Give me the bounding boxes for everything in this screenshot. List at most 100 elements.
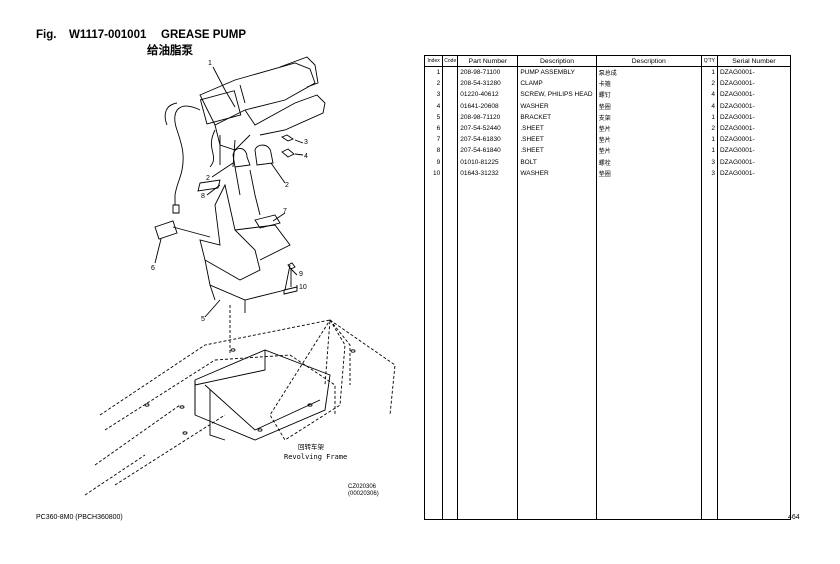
cell-index: 5 — [423, 111, 444, 123]
table-row: 6 207-54-52440 .SHEET 垫片 2 DZAG0001- — [423, 122, 792, 135]
cell-description: .SHEET — [517, 122, 597, 135]
table-row: 10 01643-31232 WASHER 垫圈 3 DZAG0001- — [423, 167, 792, 179]
table-filler-row — [423, 178, 792, 520]
cell-index: 10 — [423, 167, 444, 179]
cell-qty: 2 — [700, 78, 718, 90]
drawing-ref-code: CZ020306 (00020306) — [348, 484, 379, 498]
cell-index: 6 — [423, 122, 444, 135]
cell-code — [442, 100, 459, 112]
cell-part-number: 208-54-31280 — [457, 78, 519, 90]
cell-description: WASHER — [517, 100, 597, 112]
callout-2a: 2 — [206, 175, 210, 182]
cell-index: 3 — [423, 89, 444, 101]
col-index: Index — [423, 55, 444, 67]
cell-serial: DZAG0001- — [716, 111, 792, 123]
exploded-parts-drawing: 1 3 4 2 2 8 7 6 9 10 5 — [85, 56, 396, 496]
cell-description-cn: 垫片 — [595, 145, 702, 157]
cell-code — [442, 167, 459, 179]
parts-table: Index Code Part Number Description Descr… — [423, 55, 792, 520]
callout-9: 9 — [299, 271, 303, 278]
filler-cell — [457, 178, 519, 520]
cell-code — [442, 122, 459, 135]
cell-code — [442, 111, 459, 123]
filler-cell — [595, 178, 702, 520]
callout-3: 3 — [304, 139, 308, 146]
cell-code — [442, 89, 459, 101]
cell-qty: 1 — [700, 145, 718, 157]
cell-code — [442, 66, 459, 79]
cell-description-cn: 垫片 — [595, 122, 702, 135]
frame-label-en: Revolving Frame — [284, 453, 348, 461]
cell-description: PUMP ASSEMBLY — [517, 66, 597, 79]
callout-10: 10 — [299, 284, 307, 291]
col-description-cn: Description — [595, 55, 702, 67]
cell-description: .SHEET — [517, 134, 597, 146]
callout-5: 5 — [201, 316, 205, 323]
cell-qty: 3 — [700, 167, 718, 179]
page-title-cn: 给油脂泵 — [147, 43, 193, 57]
cell-description-cn: 垫圈 — [595, 100, 702, 112]
cell-qty: 1 — [700, 111, 718, 123]
col-serial-number: Serial Number — [716, 55, 792, 67]
footer-model: PC360-8M0 (PBCH360800) — [36, 514, 123, 521]
table-row: 8 207-54-61840 .SHEET 垫片 1 DZAG0001- — [423, 145, 792, 157]
figure-label: Fig. — [36, 29, 57, 41]
filler-cell — [716, 178, 792, 520]
cell-qty: 4 — [700, 89, 718, 101]
table-row: 3 01220-40612 SCREW, PHILIPS HEAD 螺钉 4 D… — [423, 89, 792, 101]
cell-qty: 1 — [700, 134, 718, 146]
page-title: GREASE PUMP — [161, 29, 246, 41]
cell-index: 1 — [423, 66, 444, 79]
cell-description: SCREW, PHILIPS HEAD — [517, 89, 597, 101]
table-row: 9 01010-81225 BOLT 螺栓 3 DZAG0001- — [423, 156, 792, 168]
figure-code: W1117-001001 — [69, 29, 147, 41]
cell-part-number: 01643-31232 — [457, 167, 519, 179]
cell-serial: DZAG0001- — [716, 145, 792, 157]
ref-code: CZ020306 — [348, 484, 377, 490]
page-number: 464 — [788, 514, 800, 521]
cell-description-cn: 垫圈 — [595, 167, 702, 179]
cell-part-number: 207-54-61840 — [457, 145, 519, 157]
filler-cell — [517, 178, 597, 520]
frame-label-cn: 回转车架 — [298, 443, 324, 451]
table-row: 2 208-54-31280 CLAMP 卡箍 2 DZAG0001- — [423, 78, 792, 90]
cell-part-number: 207-54-52440 — [457, 122, 519, 135]
cell-serial: DZAG0001- — [716, 66, 792, 79]
cell-description: CLAMP — [517, 78, 597, 90]
cell-description: BOLT — [517, 156, 597, 168]
col-qty: Q'TY — [700, 55, 718, 67]
cell-index: 4 — [423, 100, 444, 112]
callout-7: 7 — [283, 208, 287, 215]
callout-2b: 2 — [285, 182, 289, 189]
cell-description-cn: 支架 — [595, 111, 702, 123]
cell-code — [442, 78, 459, 90]
cell-serial: DZAG0001- — [716, 156, 792, 168]
filler-cell — [442, 178, 459, 520]
cell-serial: DZAG0001- — [716, 78, 792, 90]
cell-description-cn: 螺钉 — [595, 89, 702, 101]
frame-label: 回转车架 Revolving Frame — [284, 442, 347, 462]
cell-qty: 3 — [700, 156, 718, 168]
cell-description: BRACKET — [517, 111, 597, 123]
table-row: 1 208-98-71100 PUMP ASSEMBLY 泵总成 1 DZAG0… — [423, 66, 792, 79]
filler-cell — [700, 178, 718, 520]
cell-index: 2 — [423, 78, 444, 90]
callout-8: 8 — [201, 193, 205, 200]
cell-qty: 4 — [700, 100, 718, 112]
col-part-number: Part Number — [457, 55, 519, 67]
cell-description-cn: 泵总成 — [595, 66, 702, 79]
cell-part-number: 01220-40612 — [457, 89, 519, 101]
cell-index: 7 — [423, 134, 444, 146]
table-header-row: Index Code Part Number Description Descr… — [423, 55, 792, 67]
cell-code — [442, 134, 459, 146]
cell-code — [442, 145, 459, 157]
cell-description: WASHER — [517, 167, 597, 179]
cell-part-number: 208-98-71120 — [457, 111, 519, 123]
callout-6: 6 — [151, 265, 155, 272]
cell-description: .SHEET — [517, 145, 597, 157]
cell-description-cn: 垫片 — [595, 134, 702, 146]
filler-cell — [423, 178, 444, 520]
table-row: 4 01641-20608 WASHER 垫圈 4 DZAG0001- — [423, 100, 792, 112]
cell-code — [442, 156, 459, 168]
col-code: Code — [442, 55, 459, 67]
